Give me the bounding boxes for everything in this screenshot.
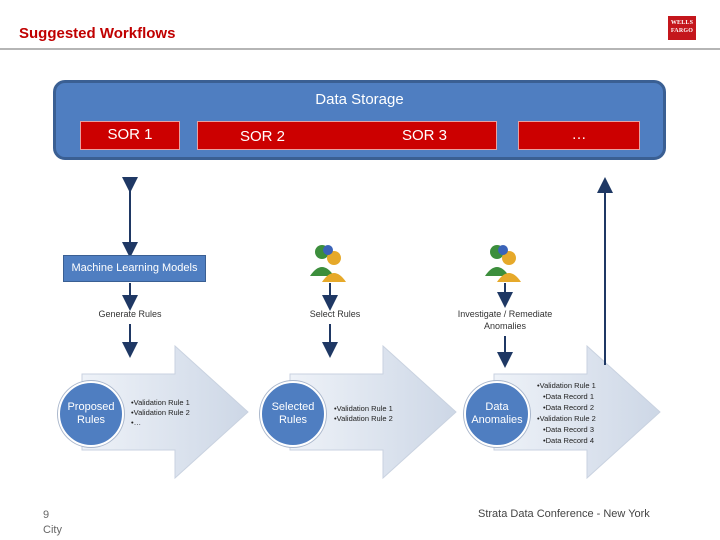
list-item: •Data Record 3 bbox=[543, 425, 594, 434]
footer-conference: Strata Data Conference - New York bbox=[478, 508, 650, 520]
ml-models-bar: Machine Learning Models bbox=[63, 255, 206, 282]
list-item: •Data Record 2 bbox=[543, 403, 594, 412]
list-item: •Data Record 4 bbox=[543, 436, 594, 445]
page-title: Suggested Workflows bbox=[19, 25, 176, 42]
page-number: 9 bbox=[43, 509, 50, 521]
list-item: •Data Record 1 bbox=[543, 392, 594, 401]
anomalies-list: •Validation Rule 1 •Data Record 1 •Data … bbox=[537, 380, 596, 446]
sor-3-label: SOR 3 bbox=[402, 127, 448, 144]
flow-arrow-2 bbox=[289, 344, 457, 480]
list-item: •… bbox=[131, 418, 142, 427]
list-item: •Validation Rule 2 bbox=[334, 414, 393, 423]
investigate-label: Investigate / Remediate Anomalies bbox=[457, 309, 553, 331]
flow-arrow-3 bbox=[493, 344, 661, 480]
logo-line-2: FARGO bbox=[670, 28, 694, 34]
wells-fargo-logo: WELLS FARGO bbox=[668, 16, 696, 40]
list-item: •Validation Rule 2 bbox=[131, 408, 190, 417]
selected-rules-list: •Validation Rule 1 •Validation Rule 2 bbox=[334, 404, 393, 424]
title-divider bbox=[0, 48, 720, 50]
footer-page-number: 9 City bbox=[43, 508, 62, 538]
users-group-icon bbox=[485, 245, 521, 282]
list-item: •Validation Rule 2 bbox=[537, 414, 596, 423]
data-storage-label: Data Storage bbox=[315, 91, 404, 108]
list-item: •Validation Rule 1 bbox=[334, 404, 393, 413]
list-item: •Validation Rule 1 bbox=[131, 398, 190, 407]
users-group-icon bbox=[310, 245, 346, 282]
flow-arrow-1 bbox=[81, 344, 249, 480]
sor-more-label: … bbox=[571, 126, 587, 143]
sor-more-box bbox=[518, 121, 640, 150]
list-item: •Validation Rule 1 bbox=[537, 381, 596, 390]
sor-2-label: SOR 2 bbox=[240, 128, 286, 145]
proposed-rules-circle: Proposed Rules bbox=[58, 381, 124, 447]
generate-rules-label: Generate Rules bbox=[98, 309, 162, 319]
selected-rules-circle: Selected Rules bbox=[260, 381, 326, 447]
sor-1-box: SOR 1 bbox=[80, 121, 180, 150]
proposed-rules-list: •Validation Rule 1 •Validation Rule 2 •… bbox=[131, 398, 190, 428]
sor-2-3-box bbox=[197, 121, 497, 150]
select-rules-label: Select Rules bbox=[309, 309, 361, 319]
data-anomalies-circle: Data Anomalies bbox=[464, 381, 530, 447]
logo-line-1: WELLS bbox=[670, 20, 694, 26]
footer-sub: City bbox=[43, 524, 62, 536]
